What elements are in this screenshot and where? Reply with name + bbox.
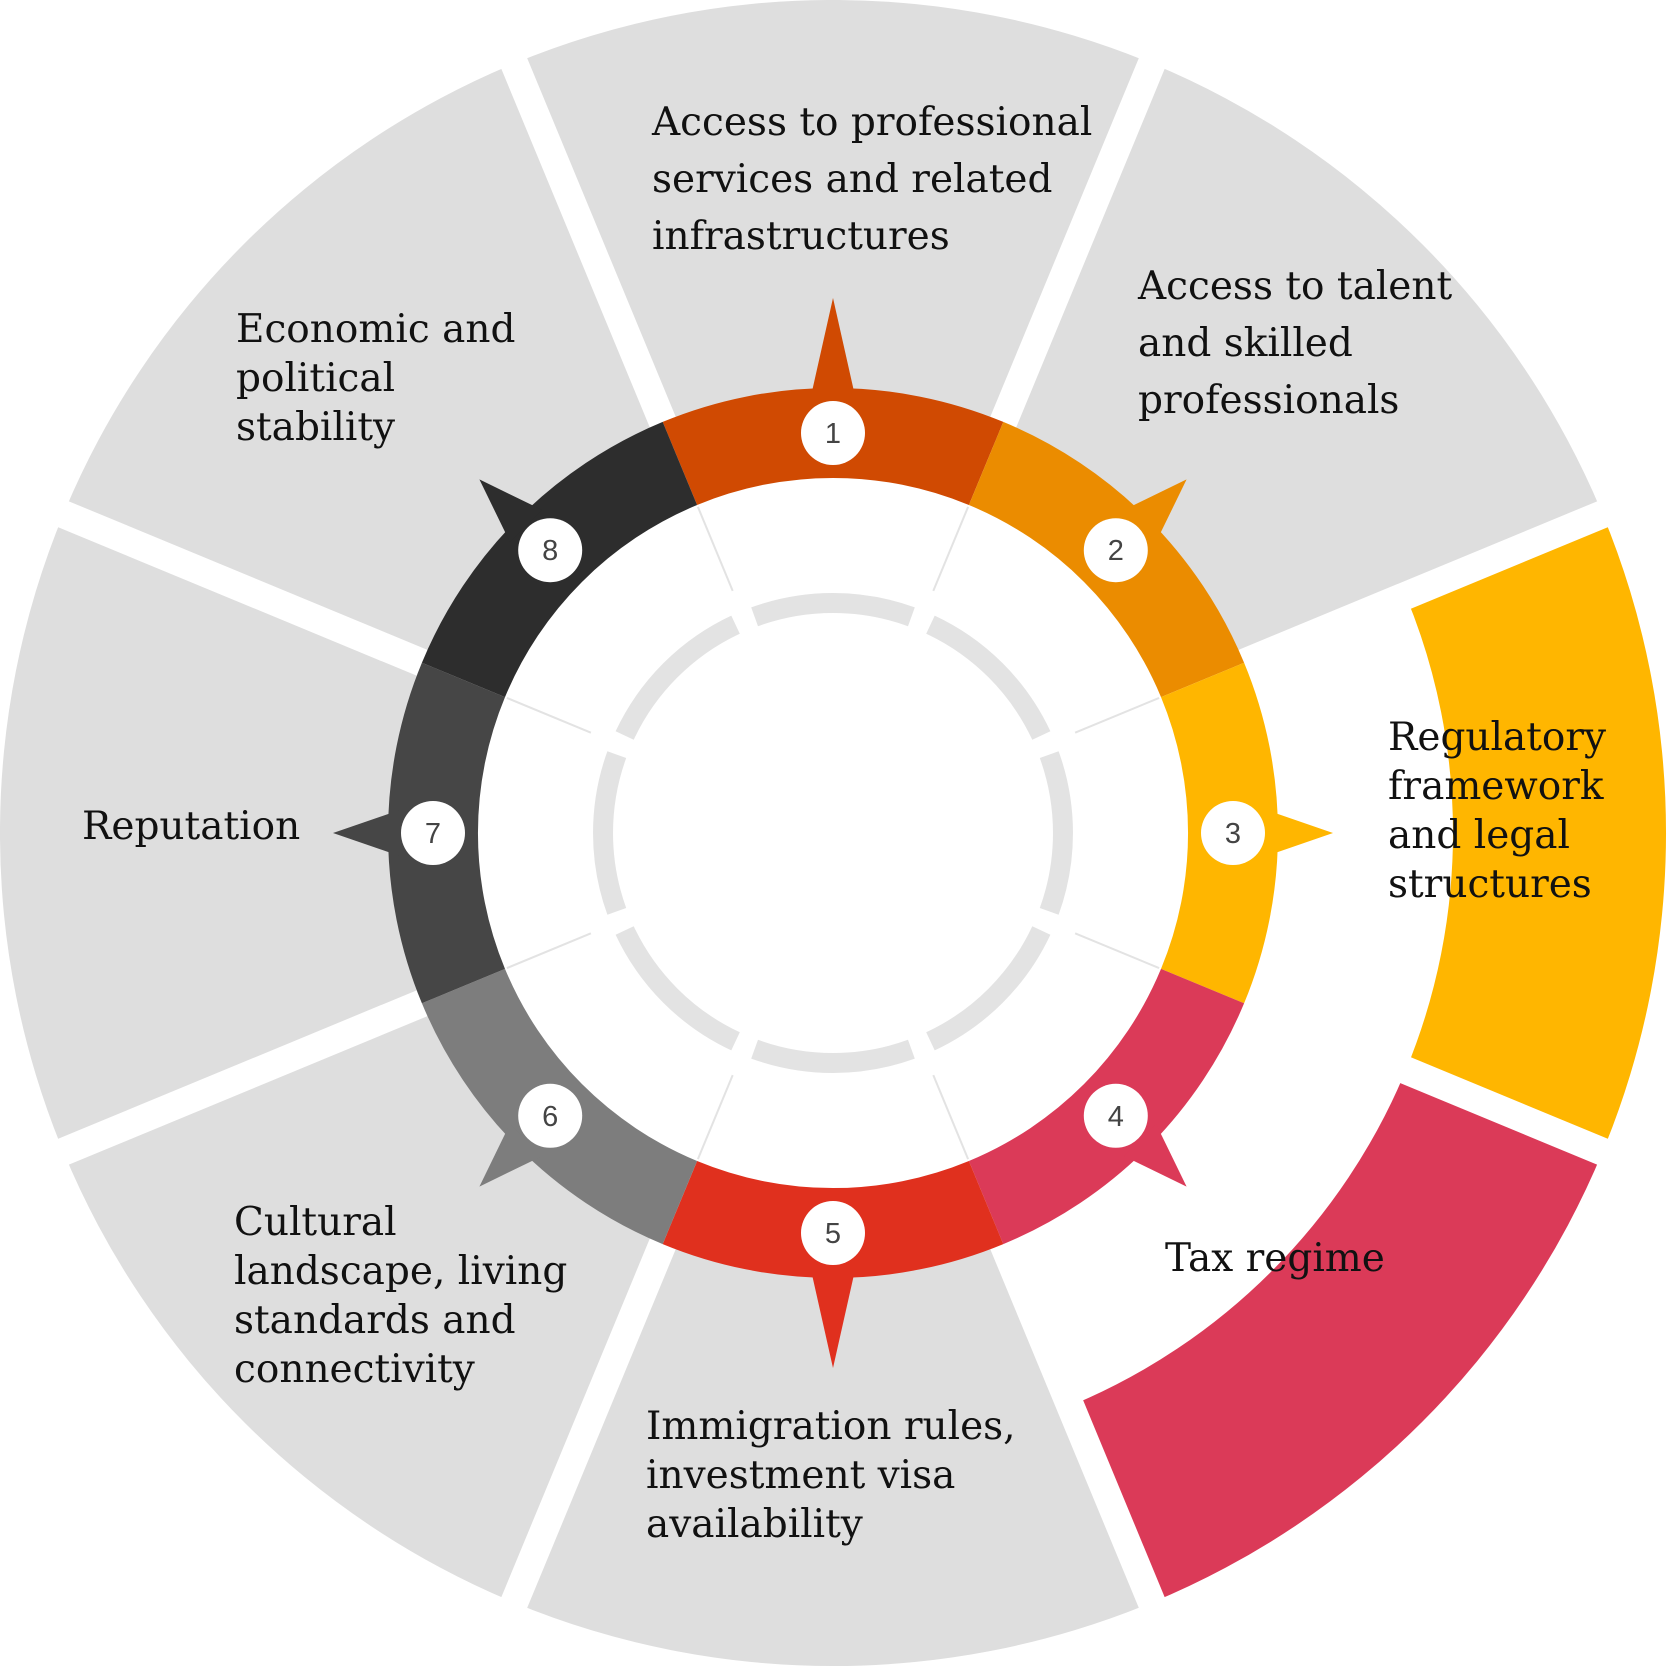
spoke-line-6 [506, 932, 592, 970]
divider-spokes [48, 48, 1618, 1618]
label-cultural-landscape: Cultural landscape, living standards and… [234, 1200, 568, 1392]
number-label-2: 2 [1108, 535, 1124, 567]
spoke-line-5 [696, 1074, 734, 1160]
spoke-line-7 [506, 696, 592, 734]
arrow-head-2 [1124, 479, 1187, 542]
label-talent: Access to talent and skilled professiona… [1138, 264, 1453, 423]
label-economic-stability: Economic and political stability [236, 307, 516, 450]
inner-ring-segment-6 [615, 926, 740, 1051]
spoke-gap-1 [986, 48, 1169, 437]
spoke-gap-5 [497, 1229, 680, 1618]
segment-tax-regime [1070, 1070, 1603, 1603]
segment-regulatory [1405, 514, 1667, 1152]
label-tax-regime: Tax regime [1165, 1236, 1385, 1281]
label-immigration: Immigration rules, investment visa avail… [646, 1404, 1016, 1547]
inner-ring-segment-1 [751, 593, 915, 627]
inner-ring-segment-7 [593, 751, 627, 915]
spoke-line-3 [1074, 932, 1160, 970]
spoke-gap-3 [1229, 986, 1618, 1169]
inner-ring-segment-8 [615, 615, 740, 740]
number-label-5: 5 [825, 1218, 841, 1250]
spoke-line-2 [1074, 696, 1160, 734]
arrow-head-5 [810, 1267, 856, 1368]
arrow-head-3 [1267, 810, 1333, 856]
arrow-head-4 [1124, 1124, 1187, 1187]
segment-professional-services [514, 0, 1152, 445]
spoke-gap-2 [1229, 497, 1618, 680]
label-regulatory-framework: Regulatory framework and legal structure… [1388, 715, 1607, 907]
number-badge-2 [1083, 518, 1148, 583]
spoke-gap-6 [48, 986, 437, 1169]
number-badge-3 [1201, 801, 1265, 865]
inner-ring-segment-5 [751, 1039, 915, 1073]
spoke-gap-4 [986, 1229, 1169, 1618]
inner-ring-segment-4 [926, 926, 1051, 1051]
arrow-head-1 [810, 298, 856, 399]
label-professional-services: Access to professional services and rela… [652, 100, 1093, 259]
spoke-line-8 [696, 506, 734, 592]
arrow-head-8 [479, 479, 542, 542]
number-label-7: 7 [425, 818, 441, 850]
number-badge-1 [801, 401, 865, 465]
label-reputation: Reputation [82, 804, 301, 849]
number-badge-7 [401, 801, 465, 865]
number-label-8: 8 [542, 535, 558, 567]
inner-ring [593, 593, 1073, 1073]
number-badges: 1 2 3 4 5 6 7 8 [401, 401, 1265, 1265]
number-label-1: 1 [825, 418, 841, 450]
inner-ring-segment-2 [926, 615, 1051, 740]
spoke-line-1 [932, 506, 970, 592]
arrow-head-7 [333, 810, 399, 856]
spoke-line-4 [932, 1074, 970, 1160]
inner-ring-segment-3 [1039, 751, 1073, 915]
number-label-6: 6 [542, 1101, 558, 1133]
number-label-3: 3 [1225, 818, 1241, 850]
segment-reputation [0, 514, 445, 1152]
number-badge-8 [518, 518, 583, 583]
spoke-gap-8 [497, 48, 680, 437]
spoke-gap-7 [48, 497, 437, 680]
number-badge-4 [1083, 1083, 1148, 1148]
number-badge-5 [801, 1201, 865, 1265]
arrow-head-6 [479, 1124, 542, 1187]
segment-immigration [514, 1221, 1152, 1667]
number-label-4: 4 [1108, 1101, 1124, 1133]
number-badge-6 [518, 1083, 583, 1148]
